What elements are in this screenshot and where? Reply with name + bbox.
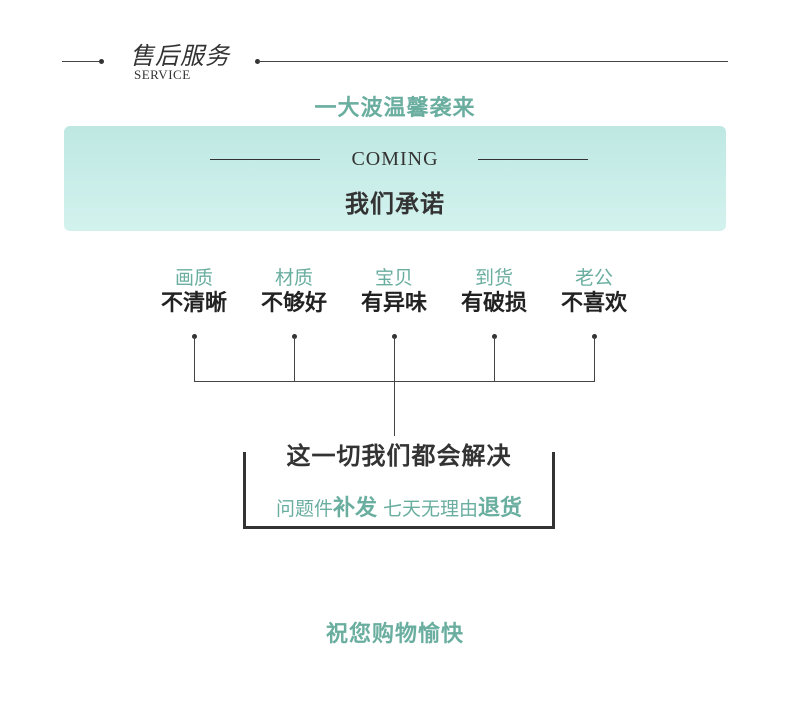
connector-dot bbox=[192, 334, 197, 339]
category-issue: 不够好 bbox=[260, 291, 327, 316]
category-item: 老公 不喜欢 bbox=[544, 266, 644, 318]
category-label: 老公 bbox=[574, 267, 613, 289]
banner-coming: COMING bbox=[351, 148, 439, 170]
resolve-part1: 问题件 bbox=[275, 498, 333, 520]
category-label: 材质 bbox=[274, 267, 313, 289]
header-left-rule bbox=[62, 61, 102, 62]
connector-bar bbox=[194, 381, 595, 382]
category-item: 画质 不清晰 bbox=[144, 266, 244, 318]
resolve-part2: 七天无理由 bbox=[376, 498, 479, 520]
resolve-box bbox=[243, 452, 555, 529]
category-item: 材质 不够好 bbox=[244, 266, 344, 318]
category-issue: 不喜欢 bbox=[560, 291, 627, 316]
connector-dot bbox=[292, 334, 297, 339]
banner-right-rule bbox=[478, 159, 588, 160]
connector-line bbox=[494, 337, 495, 382]
header-left-dot bbox=[99, 59, 104, 64]
header-right-dot bbox=[255, 59, 260, 64]
section-title: 售后服务 bbox=[130, 42, 230, 70]
connector-line bbox=[394, 337, 395, 441]
connector-line bbox=[594, 337, 595, 382]
connector-line bbox=[294, 337, 295, 382]
resolve-title: 这一切我们都会解决 bbox=[262, 436, 536, 471]
category-label: 宝贝 bbox=[374, 267, 413, 289]
category-item: 宝贝 有异味 bbox=[344, 266, 444, 318]
promise-banner: COMING 我们承诺 bbox=[64, 126, 726, 231]
category-label: 画质 bbox=[174, 267, 213, 289]
resolve-text: 问题件补发 七天无理由退货 bbox=[243, 490, 555, 522]
category-issue: 有异味 bbox=[360, 291, 427, 316]
connector-dot bbox=[492, 334, 497, 339]
connector-dot bbox=[392, 334, 397, 339]
banner-promise: 我们承诺 bbox=[345, 189, 445, 218]
category-label: 到货 bbox=[474, 267, 513, 289]
tagline: 一大波温馨袭来 bbox=[314, 95, 476, 121]
category-issue: 不清晰 bbox=[160, 291, 227, 316]
connector-dot bbox=[592, 334, 597, 339]
resolve-highlight-return: 退货 bbox=[478, 496, 523, 521]
section-subtitle: SERVICE bbox=[134, 67, 191, 82]
category-item: 到货 有破损 bbox=[444, 266, 544, 318]
footer-message: 祝您购物愉快 bbox=[325, 621, 464, 647]
resolve-highlight-reissue: 补发 bbox=[332, 496, 377, 521]
banner-left-rule bbox=[210, 159, 320, 160]
connector-line bbox=[194, 337, 195, 382]
header-right-rule bbox=[258, 61, 728, 62]
category-issue: 有破损 bbox=[460, 291, 527, 316]
